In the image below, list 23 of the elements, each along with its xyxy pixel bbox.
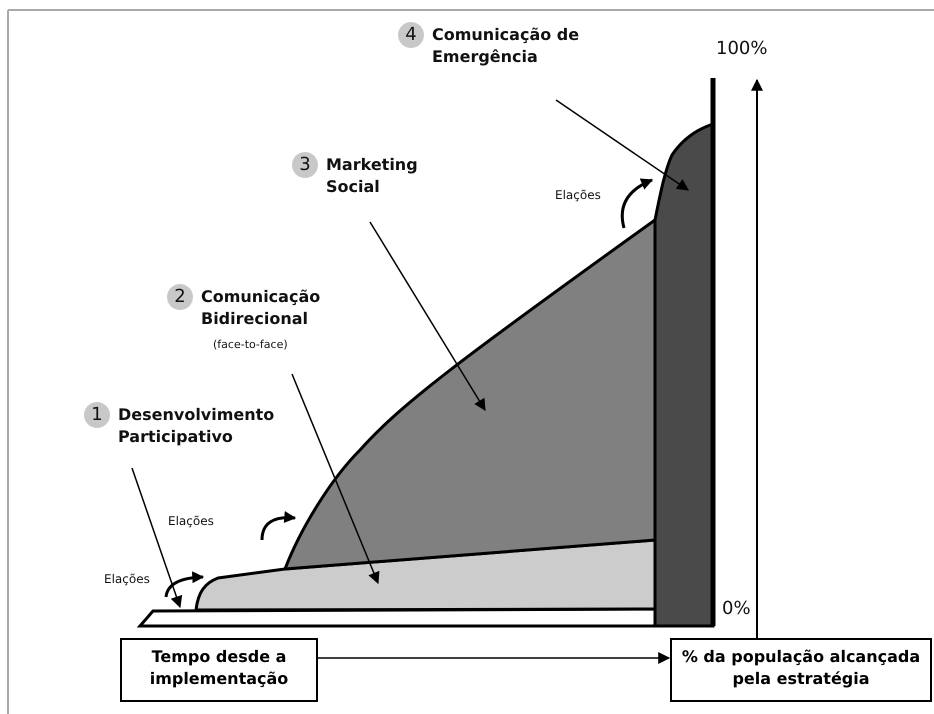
step-number: 1: [84, 402, 110, 428]
leader-line: [556, 99, 689, 191]
axis-min-label: 0%: [722, 598, 751, 619]
leader-line: [369, 222, 486, 412]
step-number: 4: [398, 22, 424, 48]
leader-line: [131, 468, 182, 608]
step-number: 2: [167, 284, 193, 310]
leader-line: [291, 374, 380, 584]
stage-title: Comunicação de Emergência: [432, 24, 580, 68]
dark-bar: [654, 122, 714, 628]
axis-max-label: 100%: [716, 38, 768, 59]
light-area: [194, 538, 656, 612]
stage-title: Desenvolvimento Participativo: [118, 404, 276, 448]
transition-label: Elações: [555, 188, 601, 202]
stage-subtitle: (face-to-face): [213, 338, 288, 351]
stage-title: Comunicação Bidirecional: [201, 286, 322, 330]
transition-label: Elações: [168, 514, 214, 528]
arrow: [317, 652, 670, 664]
transition-label: Elações: [104, 572, 150, 586]
axis-title-box: % da população alcançada pela estratégia: [670, 638, 932, 702]
axis-title-box: Tempo desde a implementação: [120, 638, 318, 702]
stage-title: Marketing Social: [326, 154, 419, 198]
step-number: 3: [292, 152, 318, 178]
